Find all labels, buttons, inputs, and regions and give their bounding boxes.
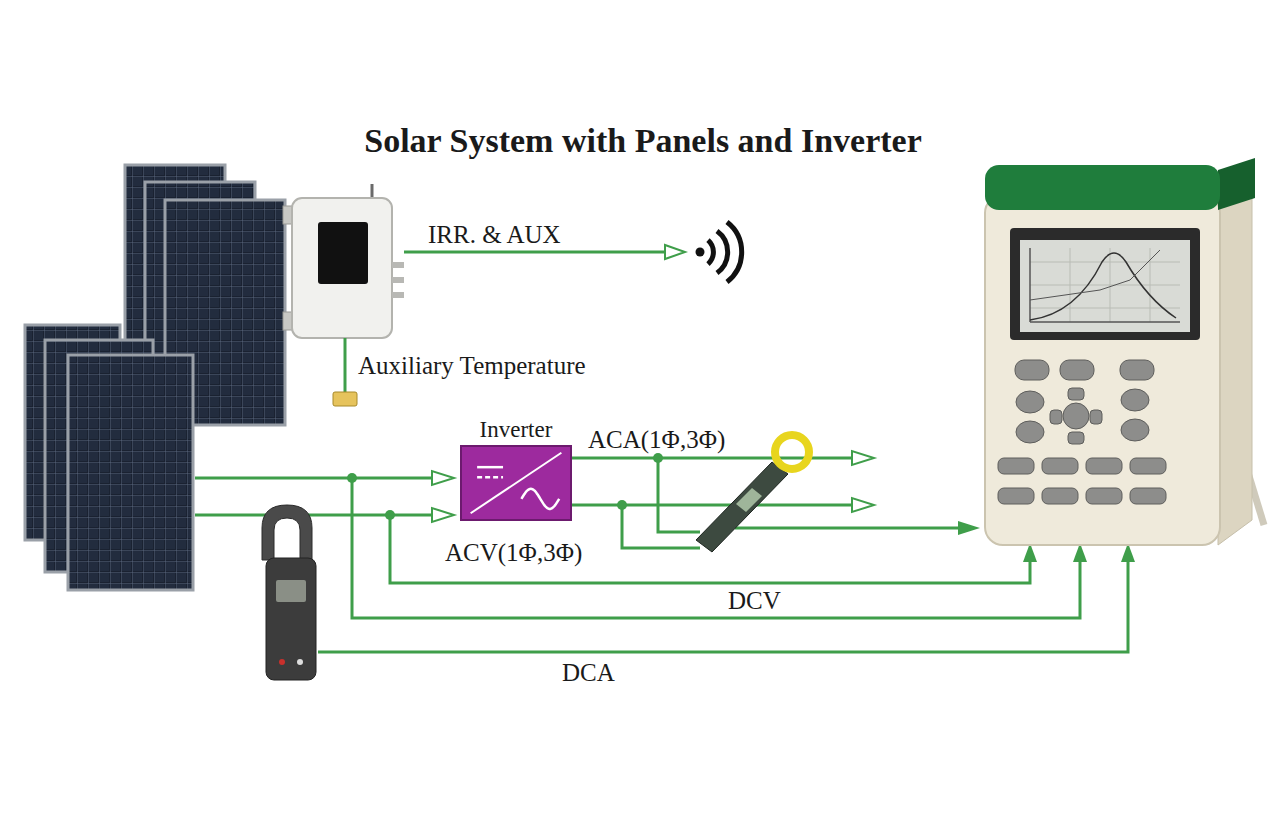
dc-clamp-meter (276, 580, 306, 602)
irradiance-recorder (392, 292, 404, 298)
solar-analyzer (1218, 180, 1252, 545)
solar-analyzer (1121, 419, 1149, 441)
solar-analyzer (985, 165, 1220, 210)
dcv-wire (385, 510, 395, 520)
solar-analyzer (1042, 488, 1078, 504)
ac-wire (622, 505, 700, 548)
dc-clamp-meter (297, 659, 303, 665)
solar-analyzer (1130, 488, 1166, 504)
solar-analyzer (1060, 360, 1094, 380)
measurement-label: ACV(1Φ,3Φ) (445, 540, 582, 565)
solar-analyzer (1042, 458, 1078, 474)
ac-wire (572, 504, 852, 507)
solar-analyzer (1030, 321, 1180, 323)
solar-analyzer (1030, 285, 1180, 286)
solar-analyzer (1020, 240, 1190, 332)
ac-clamp-meter (775, 435, 809, 469)
solar-analyzer (1110, 248, 1111, 322)
ac-clamp-meter (736, 488, 762, 512)
inverter-symbol (477, 466, 503, 469)
wireless-link (727, 222, 742, 282)
solar-analyzer (1063, 403, 1089, 429)
dc-wire (432, 508, 454, 522)
wireless-link (404, 251, 665, 254)
wireless-link (404, 222, 742, 282)
inverter-symbol (477, 476, 503, 479)
solar-analyzer (1218, 158, 1255, 210)
inverter-symbol (521, 489, 559, 509)
solar-analyzer (1030, 253, 1176, 320)
ac-clamp-meter (696, 435, 809, 552)
solar-analyzer (1029, 248, 1031, 322)
dc-clamp-meter (262, 505, 312, 560)
irradiance-recorder (371, 184, 374, 199)
diagram-title: Solar System with Panels and Inverter (0, 124, 1280, 158)
solar-analyzer (1030, 248, 1180, 322)
wireless-link (717, 231, 728, 273)
solar-analyzer (1030, 262, 1180, 263)
wireless-link (665, 245, 685, 259)
solar-analyzer (985, 158, 1264, 545)
solar-analyzer (1086, 458, 1122, 474)
solar-analyzer (1068, 388, 1084, 400)
ac-wire (852, 498, 874, 512)
signal-label: IRR. & AUX (428, 222, 561, 247)
temperature-sensor (333, 392, 357, 406)
dcv-wire (347, 473, 357, 483)
solar-analyzer (998, 458, 1034, 474)
solar-analyzer (1130, 458, 1166, 474)
dc-wire (432, 471, 454, 485)
inverter-body (460, 445, 572, 521)
inverter-symbol (471, 453, 562, 513)
inverter-symbol (462, 447, 570, 519)
solar-analyzer (1050, 410, 1062, 424)
dc-wire (195, 471, 454, 522)
irradiance-recorder (292, 198, 392, 338)
irradiance-recorder (392, 262, 404, 268)
irradiance-recorder (318, 222, 368, 284)
dc-clamp-meter (266, 558, 316, 680)
measurement-label: ACA(1Φ,3Φ) (588, 427, 725, 452)
sensor-label: Auxiliary Temperature (358, 353, 586, 378)
ac-wire (958, 521, 980, 535)
solar-analyzer (1016, 391, 1044, 413)
solar-analyzer (1030, 250, 1160, 300)
solar-analyzer (1090, 410, 1102, 424)
measurement-label: DCA (562, 660, 615, 685)
ac-clamp-meter (696, 462, 788, 552)
solar-analyzer (998, 488, 1034, 504)
solar-analyzer (1120, 360, 1154, 380)
ac-wire (852, 451, 874, 465)
solar-analyzer (1070, 248, 1071, 322)
solar-analyzer (1016, 421, 1044, 443)
solar-analyzer (1030, 308, 1180, 309)
solar-panel (68, 355, 193, 590)
irradiance-recorder (392, 277, 404, 283)
inverter-box: Inverter (460, 418, 572, 521)
dc-clamp-meter (279, 659, 285, 665)
solar-analyzer (1068, 432, 1084, 444)
solar-analyzer (998, 360, 1166, 504)
solar-panel (25, 325, 193, 590)
wireless-link (696, 248, 705, 257)
ac-wire (653, 453, 663, 463)
ac-wire (735, 527, 958, 530)
solar-analyzer (1121, 389, 1149, 411)
solar-analyzer (1015, 360, 1049, 380)
temperature-sensor (333, 338, 357, 406)
ac-wire (617, 500, 627, 510)
dc-wire (195, 514, 432, 517)
temperature-sensor (344, 338, 347, 392)
measurement-label: DCV (728, 588, 781, 613)
solar-analyzer (985, 195, 1220, 545)
solar-analyzer (1086, 488, 1122, 504)
dc-clamp-meter (318, 562, 1128, 652)
node-label: Inverter (460, 418, 572, 445)
solar-analyzer (1010, 228, 1200, 340)
wireless-link (708, 240, 713, 264)
dc-wire (195, 477, 432, 480)
irradiance-recorder (283, 184, 404, 338)
ac-wire (658, 458, 700, 532)
